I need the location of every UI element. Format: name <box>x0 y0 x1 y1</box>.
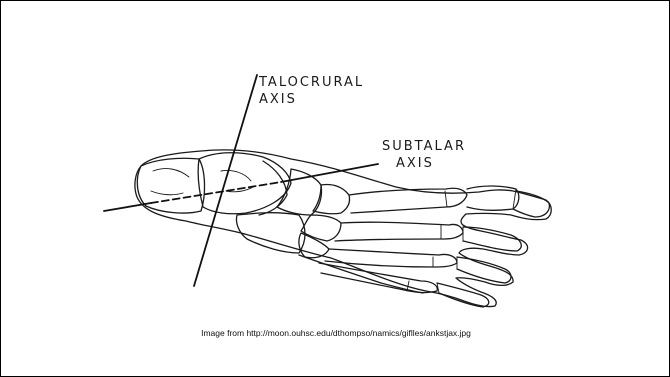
phalanx-2 <box>463 227 521 251</box>
cuneiform-medial <box>313 184 350 213</box>
subtalar-label-line2: AXIS <box>382 155 466 172</box>
talocrural-axis-line <box>194 75 257 286</box>
phalanx-1-proximal <box>467 186 519 210</box>
metatarsal-2 <box>335 222 463 241</box>
calcaneus <box>137 158 204 213</box>
subtalar-label-line1: SUBTALAR <box>382 138 466 155</box>
talocrural-label-line2: AXIS <box>259 91 364 108</box>
calcaneus-detail <box>151 169 189 195</box>
talocrural-label-line1: TALOCRURAL <box>259 74 364 91</box>
subtalar-axis-label: SUBTALAR AXIS <box>382 138 466 172</box>
metatarsal-3 <box>325 249 457 267</box>
phalanx-4 <box>437 283 489 307</box>
metatarsal-1 <box>349 188 467 213</box>
foot-outline <box>135 150 551 307</box>
cuboid <box>236 213 305 253</box>
talocrural-axis-label: TALOCRURAL AXIS <box>259 74 364 108</box>
cuneiform-intermediate <box>301 215 341 241</box>
metatarsal-5 <box>299 255 423 293</box>
subtalar-axis-line-right <box>281 164 378 182</box>
subtalar-axis-line-dashed <box>151 182 281 203</box>
image-source-caption: Image from http://moon.ouhsc.edu/dthomps… <box>1 328 670 338</box>
